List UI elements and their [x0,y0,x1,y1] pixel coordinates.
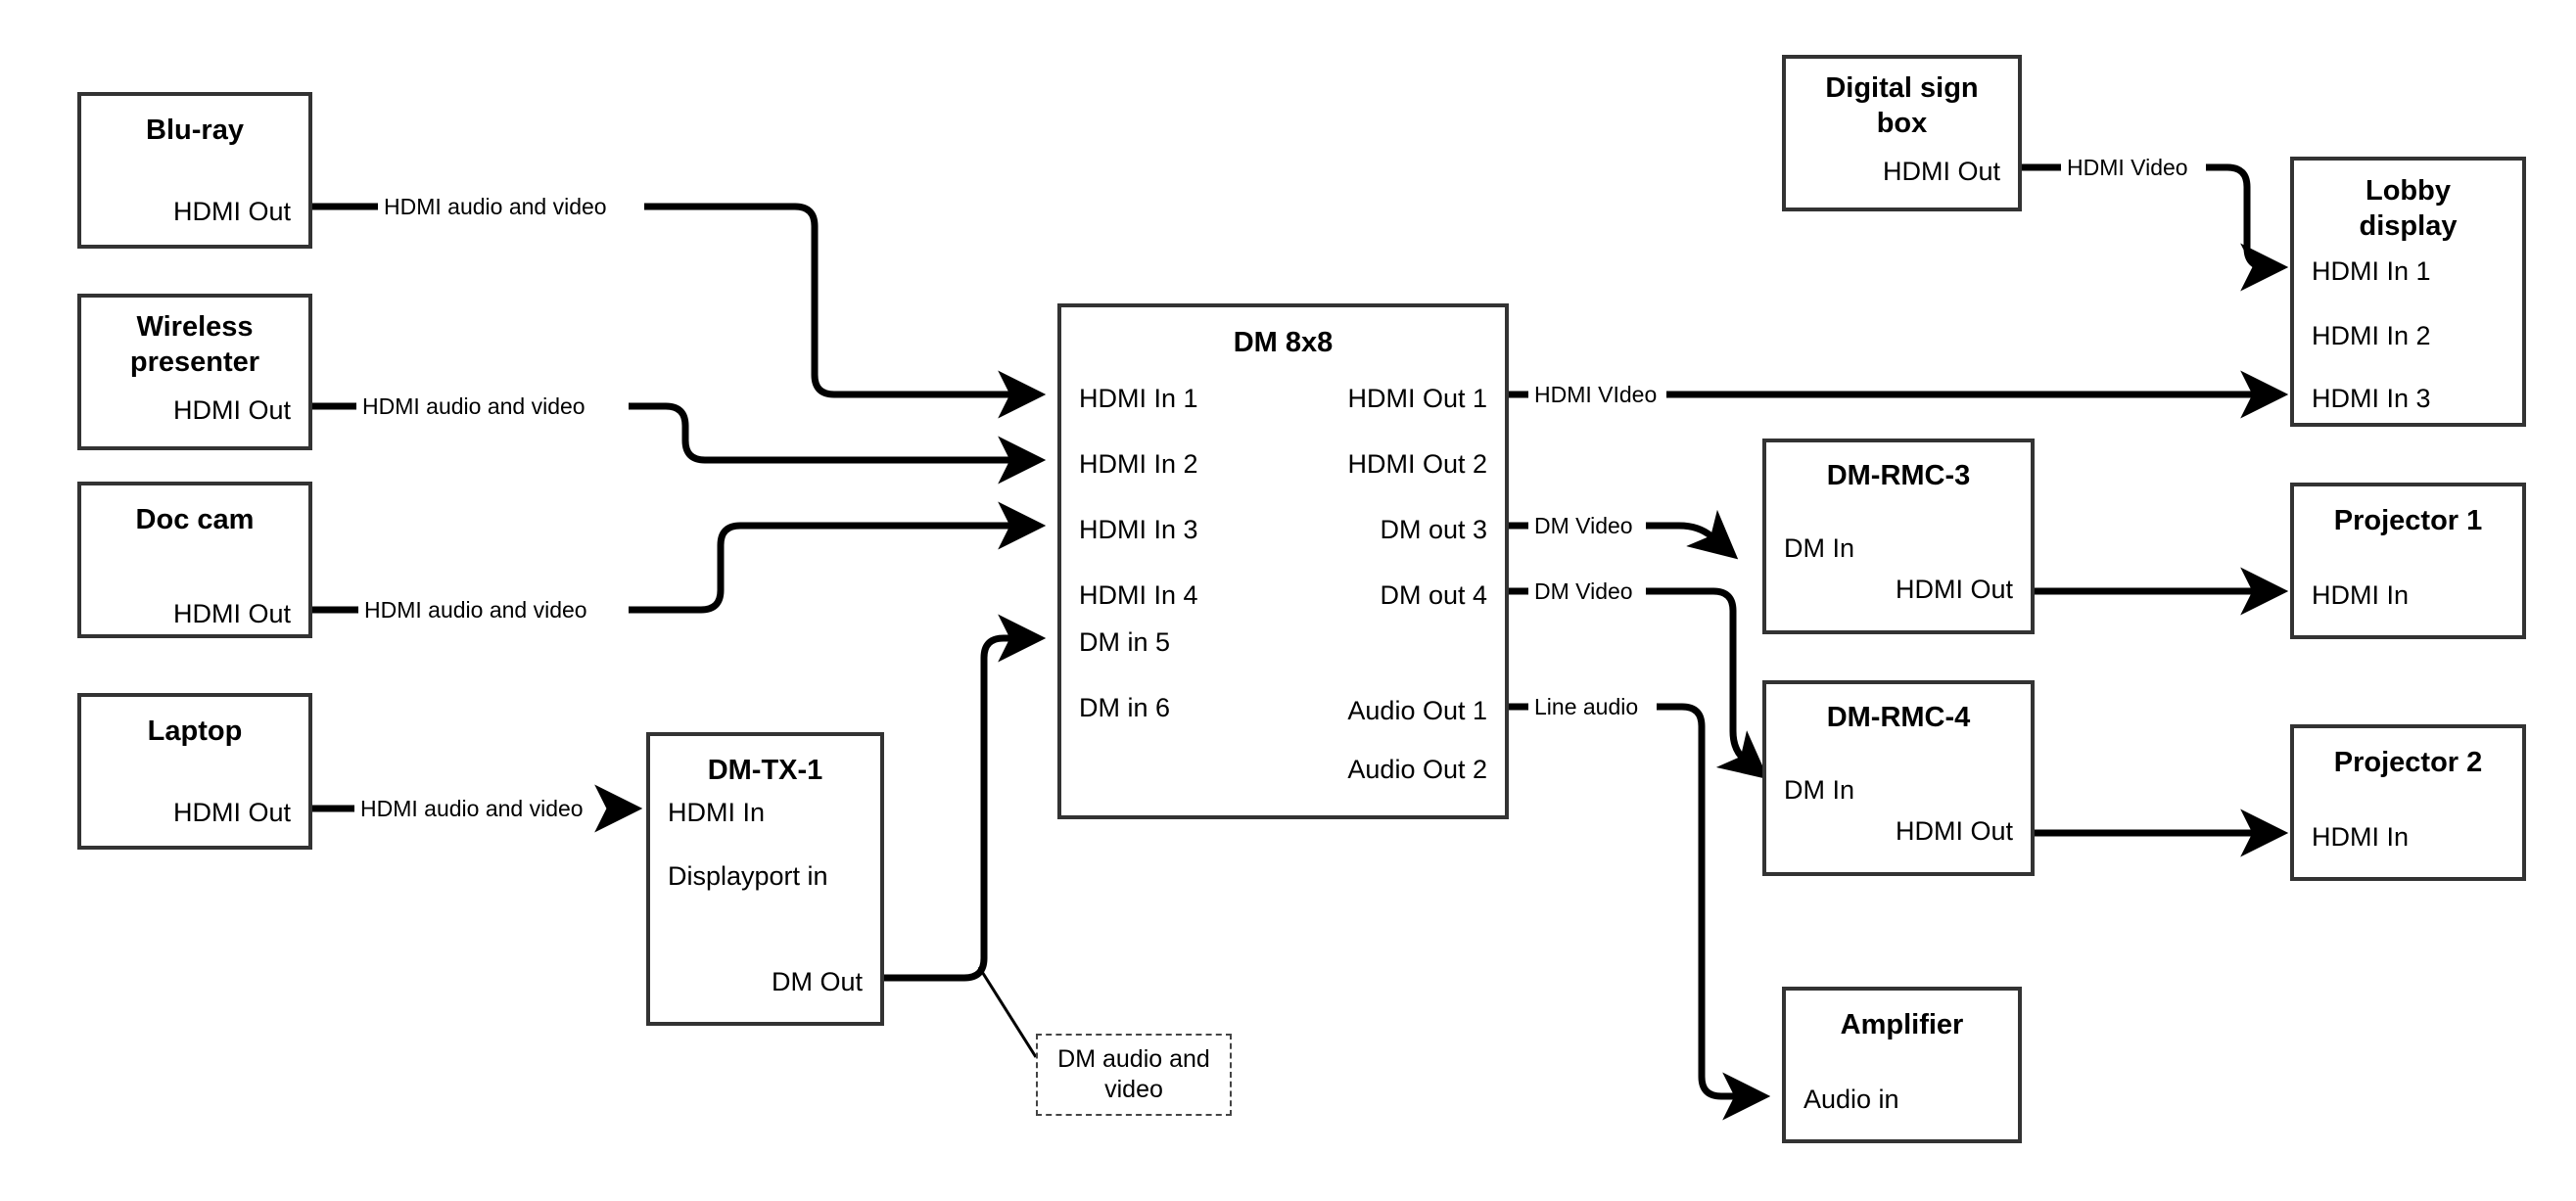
port-dm8x8-hdmi-in-4: HDMI In 4 [1079,580,1198,610]
node-doc-cam[interactable]: Doc cam HDMI Out [77,482,312,638]
node-dm-rmc-4[interactable]: DM-RMC-4 DM In HDMI Out [1762,680,2035,876]
wire-dmtx1-to-dm8x8-in5 [884,614,1047,982]
port-dm8x8-hdmi-out-2: HDMI Out 2 [1347,449,1487,479]
port-lobby-hdmi-in-1: HDMI In 1 [2312,256,2431,286]
node-dm-rmc-3-title: DM-RMC-3 [1826,460,1971,491]
node-lobby-display[interactable]: Lobby display HDMI In 1 HDMI In 2 HDMI I… [2290,157,2526,427]
wire-dm8x8-out4-to-dmrmc4 [1509,587,1762,774]
port-bluray-hdmi-out: HDMI Out [172,197,291,226]
node-dm-rmc-3[interactable]: DM-RMC-3 DM In HDMI Out [1762,439,2035,634]
annotation-line-2: video [1104,1076,1163,1103]
port-dm8x8-dm-in-6: DM in 6 [1079,693,1171,722]
node-laptop-title: Laptop [147,716,243,747]
node-lobby-display-title-line1: Lobby [2365,175,2451,207]
wire-label-doccam-to-dm8x8: HDMI audio and video [358,597,593,623]
port-dm8x8-dm-out-3: DM out 3 [1380,515,1487,544]
annotation-line-1: DM audio and [1057,1045,1210,1073]
wire-label-bluray-to-dm8x8: HDMI audio and video [378,194,613,219]
annotation-dm-audio-and-video: DM audio and video [1036,1034,1232,1116]
node-digital-sign-box-title-line2: box [1876,108,1928,139]
port-lobby-hdmi-in-2: HDMI In 2 [2312,321,2431,350]
port-dm8x8-dm-out-4: DM out 4 [1380,580,1487,610]
node-dm-tx-1-title: DM-TX-1 [707,755,823,786]
node-dm-tx-1[interactable]: DM-TX-1 HDMI In Displayport in DM Out [646,732,884,1026]
port-doccam-hdmi-out: HDMI Out [172,599,291,628]
port-digitalsign-hdmi-out: HDMI Out [1882,157,2000,186]
node-dm-8x8-title: DM 8x8 [1233,327,1334,358]
node-wireless-presenter-title-line1: Wireless [136,311,254,343]
port-dm8x8-hdmi-in-3: HDMI In 3 [1079,515,1198,544]
wire-label-digitalsign-to-lobby: HDMI Video [2061,155,2194,180]
port-dmrmc4-hdmi-out: HDMI Out [1895,816,2013,846]
wire-digitalsign-to-lobby-in1 [2022,163,2280,267]
port-laptop-hdmi-out: HDMI Out [172,798,291,827]
node-lobby-display-title-line2: display [2359,210,2458,242]
wire-label-dm8x8-out3-to-dmrmc3: DM Video [1528,513,1639,538]
wire-bluray-to-dm8x8-in1 [312,203,1038,394]
port-dm8x8-hdmi-in-1: HDMI In 1 [1079,384,1198,413]
node-laptop[interactable]: Laptop HDMI Out [77,693,312,850]
node-digital-sign-box[interactable]: Digital sign box HDMI Out [1782,55,2022,211]
node-bluray[interactable]: Blu-ray HDMI Out [77,92,312,249]
port-projector1-hdmi-in: HDMI In [2312,580,2410,610]
node-wireless-presenter-title-line2: presenter [129,346,260,378]
port-dm8x8-hdmi-in-2: HDMI In 2 [1079,449,1198,479]
port-dmtx1-hdmi-in: HDMI In [668,798,766,827]
port-dm8x8-audio-out-2: Audio Out 2 [1347,755,1487,784]
port-dmtx1-dm-out: DM Out [771,967,863,996]
node-digital-sign-box-title-line1: Digital sign [1825,72,1979,104]
node-projector-1-title: Projector 1 [2333,505,2483,536]
node-amplifier-title: Amplifier [1840,1009,1964,1040]
wire-note-leader [977,966,1038,1058]
port-lobby-hdmi-in-3: HDMI In 3 [2312,384,2431,413]
port-dm8x8-audio-out-1: Audio Out 1 [1347,696,1487,725]
port-amplifier-audio-in: Audio in [1803,1085,1899,1114]
node-bluray-title: Blu-ray [146,115,244,146]
node-projector-2[interactable]: Projector 2 HDMI In [2290,724,2526,881]
node-amplifier[interactable]: Amplifier Audio in [1782,987,2022,1143]
port-dmrmc3-dm-in: DM In [1784,533,1855,563]
node-projector-1[interactable]: Projector 1 HDMI In [2290,483,2526,639]
wire-label-dm8x8-audioout1-to-amplifier: Line audio [1528,694,1645,719]
port-dm8x8-dm-in-5: DM in 5 [1079,627,1171,657]
node-dm-rmc-4-title: DM-RMC-4 [1826,702,1971,733]
wire-label-dm8x8-out4-to-dmrmc4: DM Video [1528,578,1639,604]
port-dmrmc3-hdmi-out: HDMI Out [1895,575,2013,604]
port-dm8x8-hdmi-out-1: HDMI Out 1 [1347,384,1487,413]
port-wireless-hdmi-out: HDMI Out [172,395,291,425]
port-dmtx1-displayport-in: Displayport in [668,861,828,891]
wire-label-dm8x8-out1-to-lobby: HDMI VIdeo [1528,382,1663,407]
node-projector-2-title: Projector 2 [2333,747,2483,778]
wire-label-laptop-to-dmtx1: HDMI audio and video [354,796,589,821]
port-projector2-hdmi-in: HDMI In [2312,822,2410,852]
node-dm-8x8[interactable]: DM 8x8 HDMI In 1 HDMI In 2 HDMI In 3 HDM… [1057,303,1509,819]
node-doc-cam-title: Doc cam [135,504,255,535]
wire-dm8x8-audioout1-to-amplifier [1509,703,1762,1096]
wire-label-wireless-to-dm8x8: HDMI audio and video [356,393,591,419]
node-wireless-presenter[interactable]: Wireless presenter HDMI Out [77,294,312,450]
port-dmrmc4-dm-in: DM In [1784,775,1855,805]
